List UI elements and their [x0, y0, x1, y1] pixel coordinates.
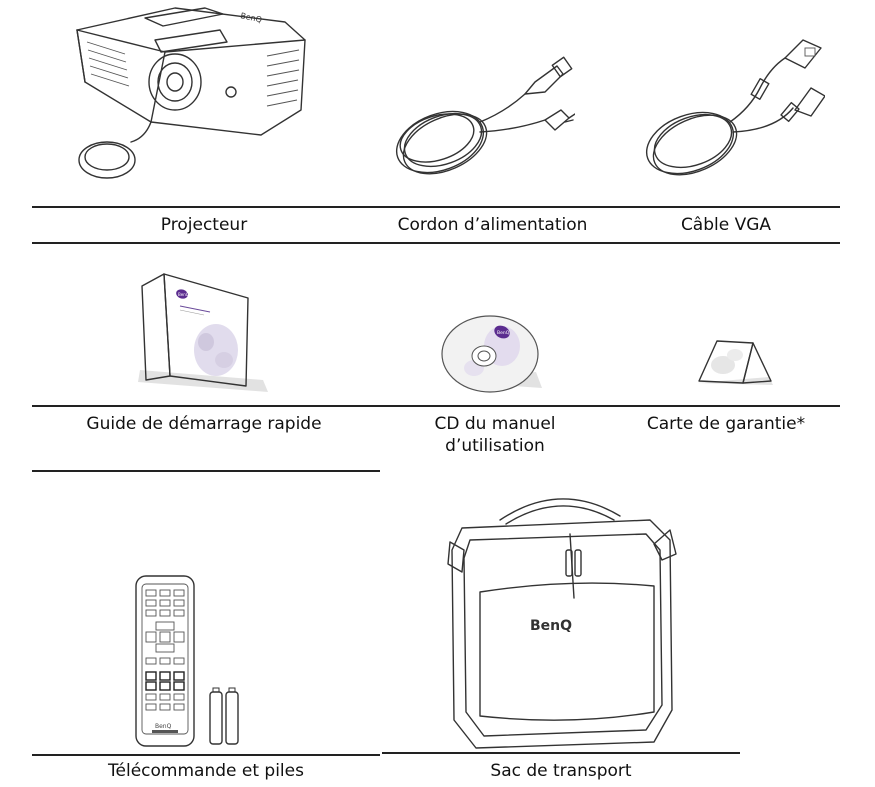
cd-logo: BenQ	[497, 330, 510, 336]
table-rule	[32, 405, 840, 407]
remote-logo: BenQ	[155, 723, 172, 730]
booklet-logo: BenQ	[178, 292, 189, 297]
remote-control-image: BenQ	[130, 572, 255, 750]
user-manual-cd-label: CD du manuel d’utilisation	[434, 414, 556, 456]
user-manual-cd-image: BenQ	[432, 312, 552, 397]
table-rule	[32, 242, 840, 244]
projector-image: BenQ	[55, 0, 315, 185]
bag-logo: BenQ	[530, 618, 572, 634]
quick-start-guide-image: BenQ	[128, 268, 273, 393]
vga-cable-image	[635, 18, 825, 188]
remote-and-batteries-label: Télécommande et piles	[108, 761, 304, 781]
table-rule	[32, 206, 840, 208]
projector-label: Projecteur	[160, 215, 248, 235]
table-rule	[32, 754, 380, 756]
warranty-card-label: Carte de garantie*	[646, 414, 806, 434]
power-cord-image	[385, 22, 575, 187]
vga-cable-label: Câble VGA	[680, 215, 772, 235]
table-rule	[382, 752, 740, 754]
projector-logo: BenQ	[240, 11, 263, 24]
warranty-card-image	[693, 337, 777, 389]
power-cord-label: Cordon d’alimentation	[397, 215, 588, 235]
carry-bag-label: Sac de transport	[490, 761, 632, 781]
quick-start-guide-label: Guide de démarrage rapide	[86, 414, 322, 434]
table-rule	[32, 470, 380, 472]
carry-bag-image: BenQ	[440, 480, 680, 755]
